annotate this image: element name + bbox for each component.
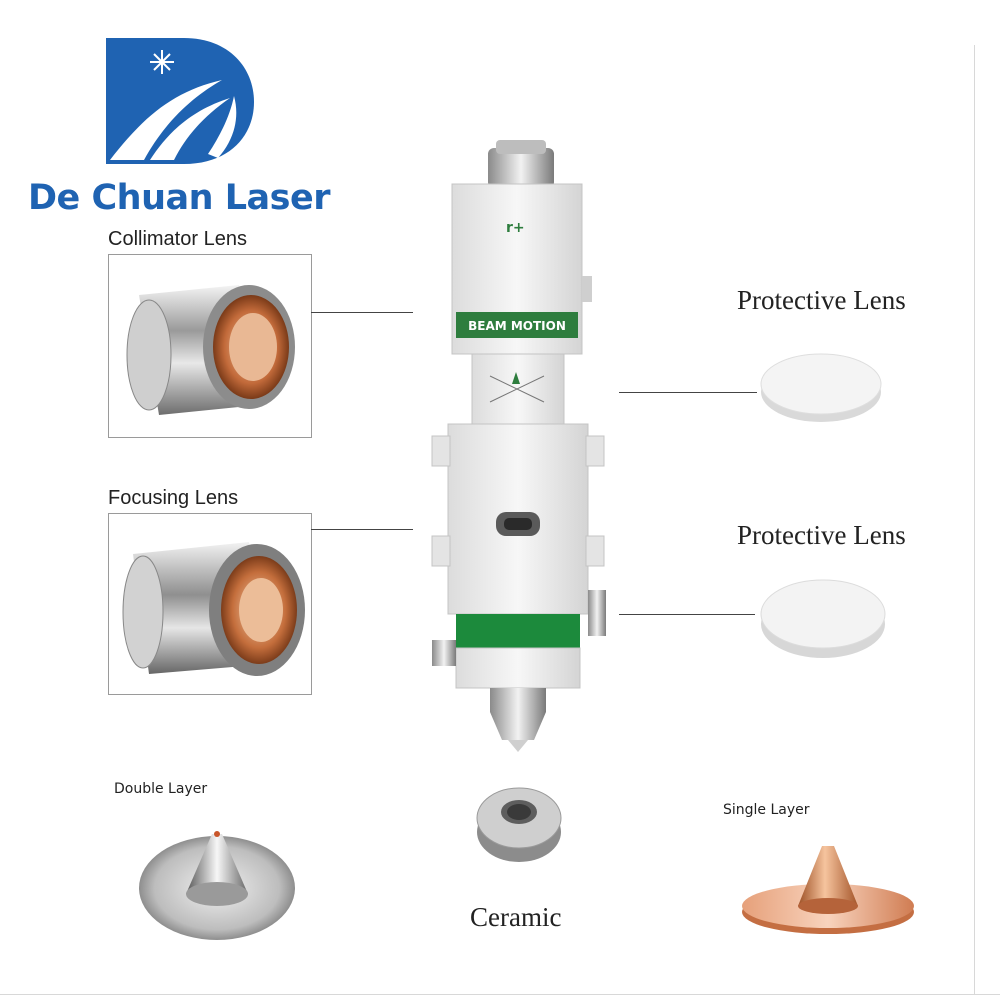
brand-name: De Chuan Laser [28,178,330,218]
collimator-lens-label: Collimator Lens [108,228,247,250]
protective-lens-top-image [758,346,884,426]
protective-top-leader-line [619,392,757,393]
dechuan-logo-icon [106,38,254,164]
protective-bottom-leader-line [619,614,755,615]
double-layer-label: Double Layer [114,781,208,797]
brand-logo [104,36,256,166]
focusing-leader-line [311,529,413,530]
collimator-lens-box [108,254,312,438]
focusing-lens-label: Focusing Lens [108,487,239,509]
laser-head-image: r+ BEAM MOTION [420,140,630,760]
double-layer-nozzle-image [136,810,298,944]
svg-text:r+: r+ [506,220,525,236]
protective-lens-top-label: Protective Lens [737,285,906,315]
collimator-lens-image [126,285,295,415]
single-layer-nozzle-image [738,836,918,942]
frame-line-right [974,45,975,995]
ceramic-ring-image [474,778,564,868]
protective-lens-bottom-image [758,570,888,662]
focusing-lens-box [108,513,312,695]
collimator-leader-line [311,312,413,313]
single-layer-label: Single Layer [723,802,810,818]
protective-lens-bottom-label: Protective Lens [737,520,906,550]
focusing-lens-image [122,542,305,676]
beam-motion-band: BEAM MOTION [468,319,566,333]
ceramic-label: Ceramic [470,902,562,932]
frame-line-bottom [0,994,1000,995]
